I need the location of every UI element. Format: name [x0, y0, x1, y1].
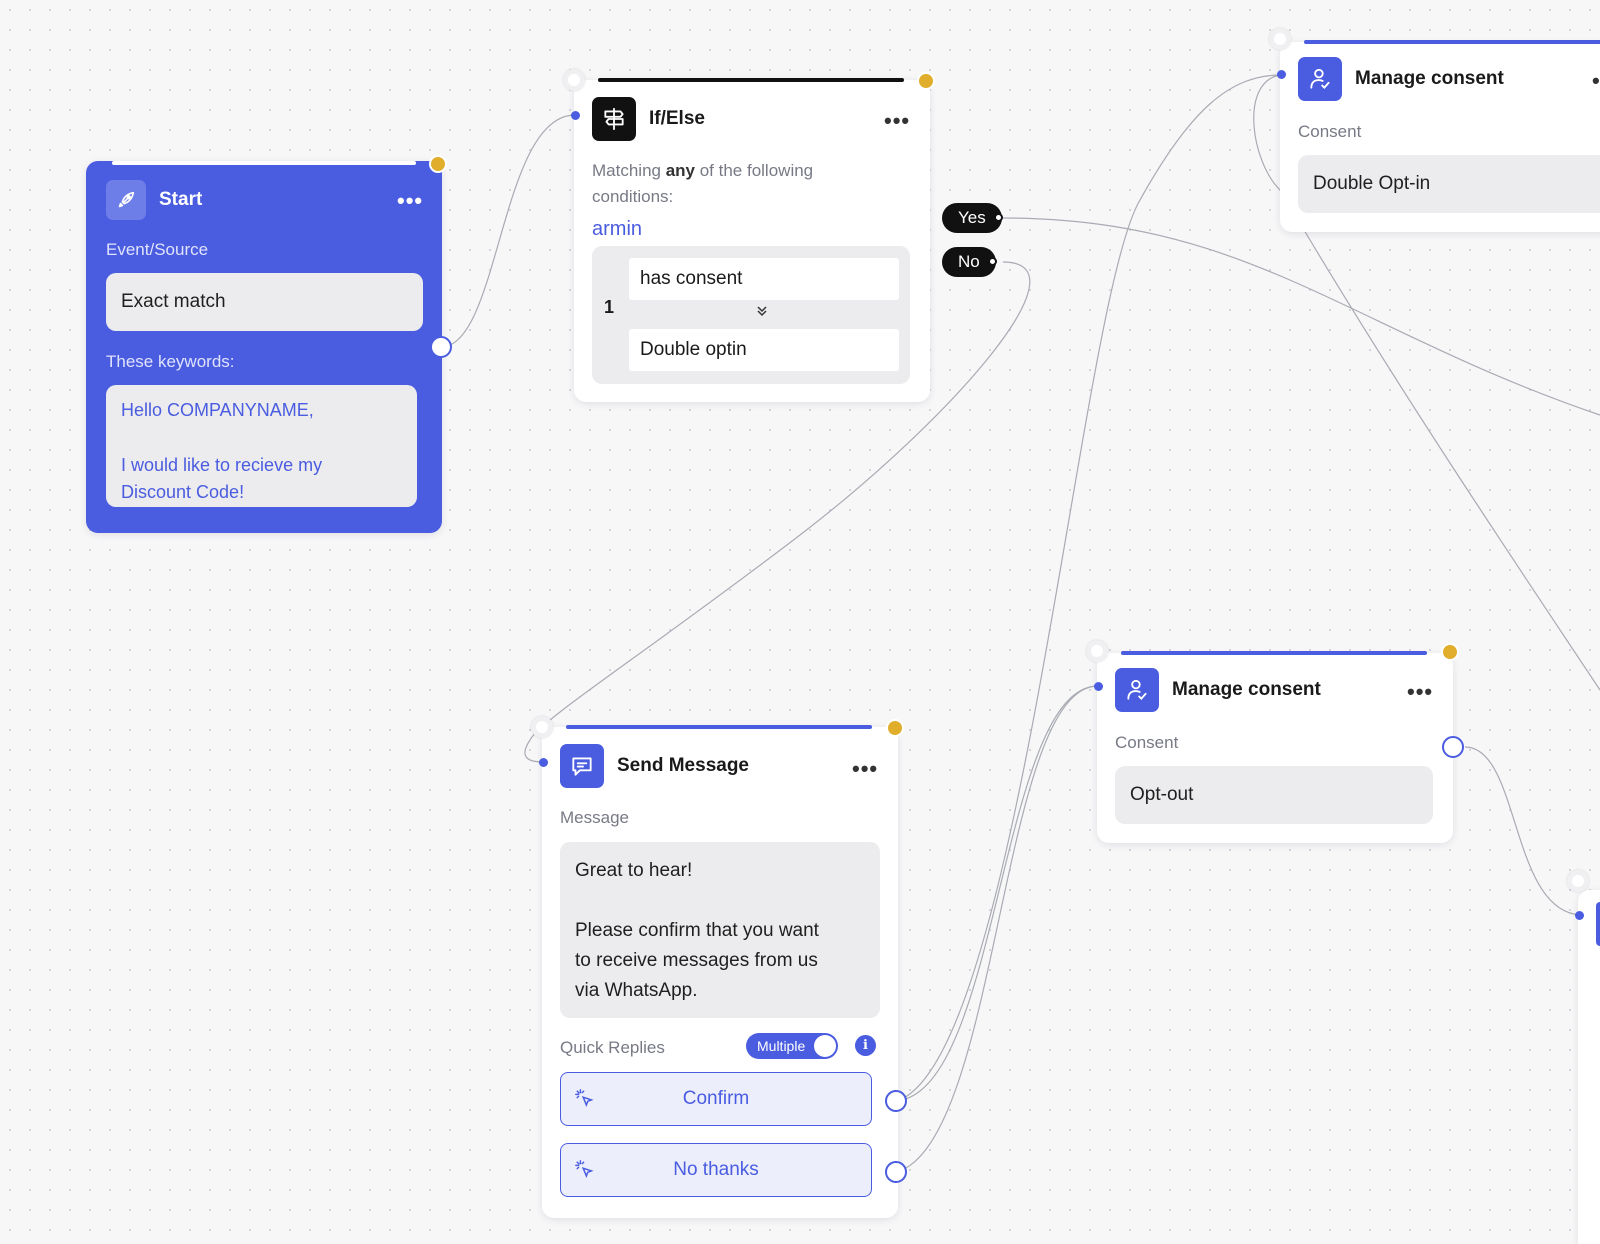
ifelse-node[interactable]: If/Else ••• Matching any of the followin… — [574, 78, 930, 402]
user-check-icon — [1115, 668, 1159, 712]
no-thanks-output-port[interactable] — [885, 1161, 907, 1183]
ifelse-output-port[interactable] — [917, 72, 935, 90]
more-options-button[interactable]: ••• — [852, 756, 879, 781]
message-field[interactable]: Great to hear! Please confirm that you w… — [560, 842, 880, 1018]
node-top-bar — [566, 725, 872, 729]
consent-top-input-port[interactable] — [1269, 28, 1291, 50]
offscreen-input-port[interactable] — [1567, 870, 1589, 892]
multiple-toggle[interactable]: Multiple — [746, 1033, 838, 1059]
node-title: Manage consent — [1355, 68, 1504, 89]
tap-icon — [574, 1088, 596, 1116]
yes-branch-port[interactable]: Yes — [942, 203, 1003, 233]
event-source-field[interactable]: Exact match — [106, 273, 423, 331]
wire-start-to-ifelse — [440, 114, 576, 348]
offscreen-input-dot — [1575, 911, 1584, 920]
consent-header: Manage consent — [1298, 57, 1504, 101]
more-options-button[interactable]: ••• — [884, 108, 911, 133]
no-branch-port[interactable]: No — [942, 247, 997, 277]
ifelse-input-port[interactable] — [563, 69, 585, 91]
node-top-bar — [1121, 651, 1427, 655]
send-message-input-dot — [539, 758, 548, 767]
manage-consent-node-mid[interactable]: Manage consent ••• Consent Opt-out — [1097, 651, 1453, 843]
wire-optout-to-right — [1464, 746, 1581, 916]
multiple-toggle-label: Multiple — [757, 1038, 806, 1054]
more-options-button[interactable]: ••• — [1407, 679, 1434, 704]
node-top-bar — [1304, 40, 1600, 44]
consent-label: Consent — [1115, 733, 1179, 752]
confirm-output-port[interactable] — [885, 1090, 907, 1112]
quick-reply-no-thanks-button[interactable]: No thanks — [560, 1143, 872, 1197]
send-message-node[interactable]: Send Message ••• Message Great to hear! … — [542, 725, 898, 1218]
send-message-output-port[interactable] — [886, 719, 904, 737]
quick-reply-label: Confirm — [682, 1088, 750, 1109]
consent-value-field[interactable]: Double Opt-in — [1298, 155, 1600, 213]
quick-replies-label: Quick Replies — [560, 1038, 665, 1057]
info-icon[interactable]: i — [855, 1035, 876, 1056]
chat-bubble-icon — [560, 744, 604, 788]
condition-description: Matching any of the following conditions… — [592, 158, 892, 210]
condition-index: 1 — [604, 297, 615, 317]
ifelse-input-dot — [571, 111, 580, 120]
manage-consent-node-top[interactable]: Manage consent ••• Consent Double Opt-in — [1280, 40, 1600, 232]
desc-bold: any — [665, 161, 695, 180]
node-title: Start — [159, 189, 203, 210]
start-next-port[interactable] — [430, 336, 452, 358]
node-top-bar — [598, 78, 904, 82]
start-output-port[interactable] — [429, 155, 447, 173]
offscreen-node-icon — [1596, 902, 1600, 946]
wire-confirm-to-consent — [896, 685, 1099, 1102]
ifelse-header: If/Else — [592, 97, 705, 141]
more-options-button[interactable]: ••• — [397, 188, 424, 213]
send-message-input-port[interactable] — [531, 716, 553, 738]
condition-value-field[interactable]: Double optin — [629, 329, 899, 371]
consent-top-input-dot — [1277, 70, 1286, 79]
node-top-bar — [112, 161, 416, 165]
offscreen-node[interactable] — [1578, 890, 1600, 1244]
more-options-button[interactable]: ••• — [1592, 68, 1600, 93]
node-title: If/Else — [649, 108, 705, 129]
desc-text: of the following conditions: — [592, 161, 814, 206]
node-title: Send Message — [617, 755, 749, 776]
message-label: Message — [560, 808, 629, 827]
message-line: Great to hear! — [575, 860, 693, 881]
quick-reply-confirm-button[interactable]: Confirm — [560, 1072, 872, 1126]
keywords-line: Hello COMPANYNAME, — [121, 400, 314, 420]
keywords-label: These keywords: — [106, 352, 235, 371]
message-line: Please confirm that you want — [575, 920, 819, 941]
consent-mid-next-port[interactable] — [1442, 736, 1464, 758]
message-line: via WhatsApp. — [575, 980, 698, 1001]
quick-reply-label: No thanks — [673, 1159, 759, 1180]
send-message-header: Send Message — [560, 744, 749, 788]
consent-mid-output-port[interactable] — [1441, 643, 1459, 661]
keywords-line: Discount Code! — [121, 482, 245, 502]
keywords-line: I would like to recieve my — [121, 455, 323, 475]
tap-icon — [574, 1159, 596, 1187]
condition-group: 1 has consent Double optin — [592, 246, 910, 384]
toggle-knob — [814, 1035, 836, 1057]
consent-header: Manage consent — [1115, 668, 1321, 712]
start-header: Start — [106, 180, 202, 220]
wire-nothanks-to-consent — [896, 685, 1099, 1173]
consent-label: Consent — [1298, 122, 1362, 141]
keywords-field[interactable]: Hello COMPANYNAME, I would like to recie… — [106, 385, 417, 507]
contact-name: armin — [592, 218, 643, 240]
rocket-icon — [106, 180, 146, 220]
node-title: Manage consent — [1172, 679, 1321, 700]
consent-mid-input-port[interactable] — [1086, 640, 1108, 662]
start-node[interactable]: Start ••• Event/Source Exact match These… — [86, 161, 442, 533]
consent-value-field[interactable]: Opt-out — [1115, 766, 1433, 824]
consent-mid-input-dot — [1094, 682, 1103, 691]
desc-text: Matching — [592, 161, 666, 180]
signpost-icon — [592, 97, 636, 141]
no-label: No — [958, 252, 980, 271]
wire-yes-to-right — [1002, 217, 1600, 416]
chevrons-down-icon[interactable] — [756, 304, 768, 323]
condition-field[interactable]: has consent — [629, 258, 899, 300]
message-line: to receive messages from us — [575, 950, 818, 971]
event-source-label: Event/Source — [106, 240, 209, 259]
yes-label: Yes — [958, 208, 986, 227]
user-check-icon — [1298, 57, 1342, 101]
